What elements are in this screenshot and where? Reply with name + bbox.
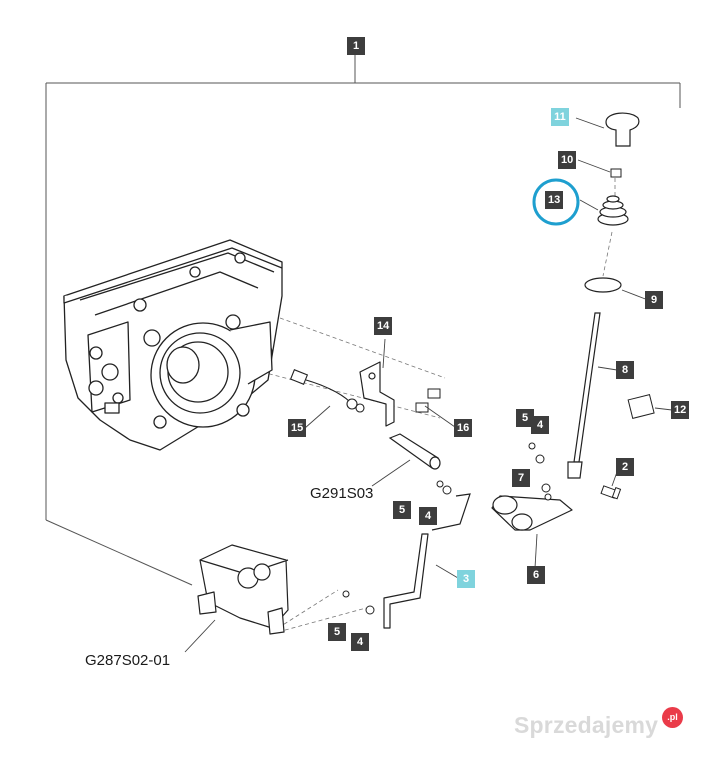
- bent-rod: [431, 493, 471, 531]
- label-4-b: 4: [419, 507, 437, 525]
- small-gearbox: [197, 544, 289, 635]
- label-15: 15: [288, 419, 307, 437]
- part-code-g287s02-01: G287S02-01: [85, 652, 171, 669]
- gasket-plate: [627, 394, 655, 419]
- watermark-badge: .pl: [662, 707, 683, 728]
- label-14: 14: [374, 317, 393, 335]
- mounting-bracket: [359, 361, 395, 427]
- label-7: 7: [512, 469, 530, 487]
- pivot-bracket: [491, 495, 573, 531]
- assembly-dashed-lines: [261, 178, 616, 633]
- label-10: 10: [558, 151, 577, 169]
- label-1: 1: [347, 37, 365, 55]
- bolts: [415, 388, 441, 413]
- linkage-rod: [383, 533, 429, 629]
- sensor-cable: [289, 369, 365, 413]
- gearbox-housing: [63, 239, 283, 451]
- part-code-g291s03: G291S03: [310, 485, 374, 502]
- label-11: 11: [551, 108, 569, 126]
- rubber-boot: [597, 195, 629, 226]
- bolt: [600, 485, 622, 500]
- label-9: 9: [645, 291, 663, 309]
- label-3: 3: [457, 570, 475, 588]
- label-4-a: 4: [531, 416, 549, 434]
- label-4-c: 4: [351, 633, 369, 651]
- washer-plate: [584, 277, 622, 293]
- label-13: 13: [545, 191, 564, 209]
- assembly-bracket: [45, 55, 681, 586]
- label-5-b: 5: [393, 501, 411, 519]
- pivot-pin: [388, 433, 441, 470]
- label-5-c: 5: [328, 623, 346, 641]
- label-5-a: 5: [516, 409, 534, 427]
- nut: [610, 168, 622, 178]
- leader-lines: [184, 117, 673, 653]
- label-6: 6: [527, 566, 545, 584]
- label-12: 12: [671, 401, 690, 419]
- watermark-text: Sprzedajemy: [514, 712, 659, 738]
- shift-lever-rod: [567, 312, 601, 479]
- gear-knob: [605, 112, 640, 147]
- highlight-circle: [532, 178, 580, 226]
- label-8: 8: [616, 361, 634, 379]
- screws-washers: [342, 442, 552, 615]
- label-2: 2: [616, 458, 634, 476]
- label-16: 16: [454, 419, 473, 437]
